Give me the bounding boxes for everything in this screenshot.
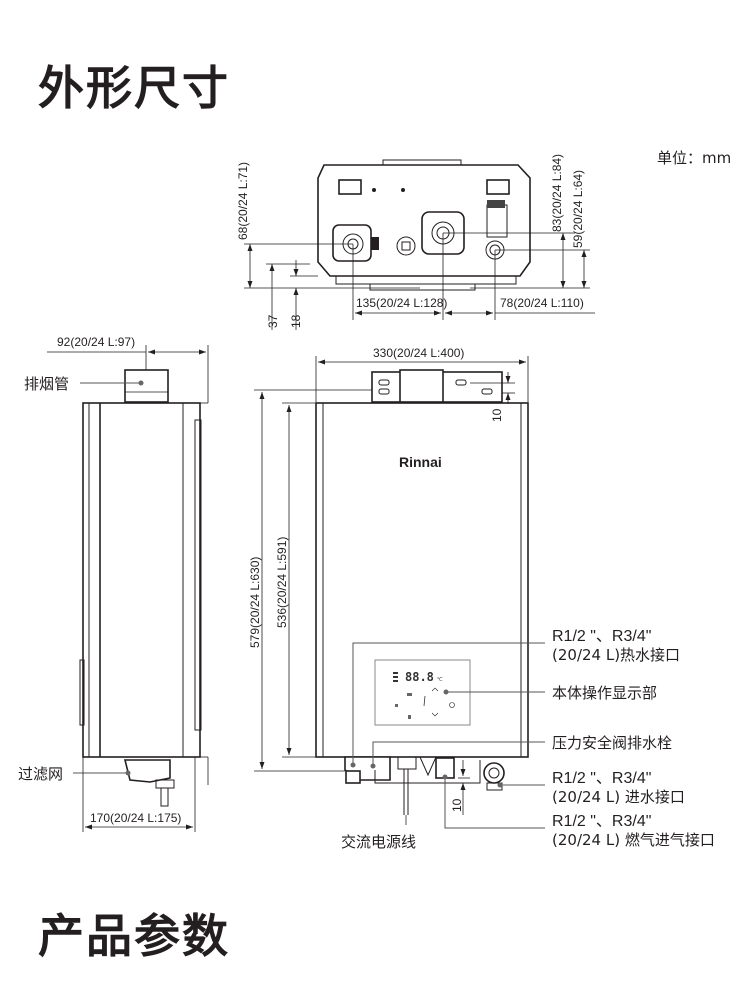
label-gas-port: (20/24 L) 燃气进气接口 <box>552 831 715 849</box>
drain-port-top <box>396 236 416 256</box>
label-control-panel: 本体操作显示部 <box>552 684 657 702</box>
dim-depth: 170(20/24 L:175) <box>90 811 181 825</box>
dim-top-135: 135(20/24 L:128) <box>356 296 447 310</box>
dim-top-78: 78(20/24 L:110) <box>500 296 584 310</box>
front-flue <box>399 369 444 403</box>
label-filter: 过滤网 <box>18 765 63 783</box>
side-body <box>82 402 201 758</box>
section-title-params: 产品参数 <box>38 909 230 963</box>
label-hot-water-port: (20/24 L)热水接口 <box>552 646 680 664</box>
dim-top-right-83: 83(20/24 L:84) <box>550 154 564 232</box>
dim-top-offset: 10 <box>490 408 504 422</box>
dim-top-37: 37 <box>266 314 280 328</box>
brand-logo: Rinnai <box>399 454 442 470</box>
display-digits: 88.8 <box>405 670 434 684</box>
side-view: 92(20/24 L:97) 排烟管 过滤网 170(20/24 L:175) <box>18 335 209 832</box>
dim-top-left-height: 68(20/24 L:71) <box>236 162 250 240</box>
dim-width: 330(20/24 L:400) <box>373 346 464 360</box>
filter-assembly <box>123 759 171 783</box>
dim-top-18: 18 <box>289 314 303 328</box>
unit-label: 单位：mm <box>657 149 732 167</box>
dim-flue-offset: 92(20/24 L:97) <box>57 335 135 349</box>
label-cold-water-port: (20/24 L) 进水接口 <box>552 788 685 806</box>
display-unit: ℃ <box>437 677 443 683</box>
section-title-dimensions: 外形尺寸 <box>38 61 230 115</box>
dim-total-height: 579(20/24 L:630) <box>248 557 262 648</box>
dim-body-height: 536(20/24 L:591) <box>275 537 289 628</box>
dim-top-right-59: 59(20/24 L:64) <box>571 170 585 248</box>
cold-water-fitting <box>483 762 505 784</box>
power-icon <box>449 702 455 708</box>
label-power-cord: 交流电源线 <box>341 833 416 851</box>
label-cold-water-spec: R1/2 "、R3/4" <box>552 770 651 787</box>
label-hot-water-spec: R1/2 "、R3/4" <box>552 628 651 645</box>
front-view: Rinnai 88.8 ℃ 330(20/24 L:400) 10 5 <box>248 346 715 851</box>
front-body <box>315 402 529 758</box>
label-flue-pipe: 排烟管 <box>24 375 69 393</box>
up-arrow-icon <box>431 687 439 692</box>
dim-bottom-offset: 10 <box>450 798 464 812</box>
label-drain-valve: 压力安全阀排水栓 <box>552 734 672 752</box>
down-arrow-icon <box>431 712 439 717</box>
mount-tab-right <box>486 179 510 195</box>
top-view: 68(20/24 L:71) 37 18 83(20/24 L:84) 59(2… <box>236 154 595 330</box>
hot-water-port-top <box>332 224 372 262</box>
label-gas-spec: R1/2 "、R3/4" <box>552 813 651 830</box>
mount-tab-left <box>338 179 362 195</box>
hot-water-fitting <box>345 770 361 784</box>
flue-pipe <box>124 369 169 403</box>
